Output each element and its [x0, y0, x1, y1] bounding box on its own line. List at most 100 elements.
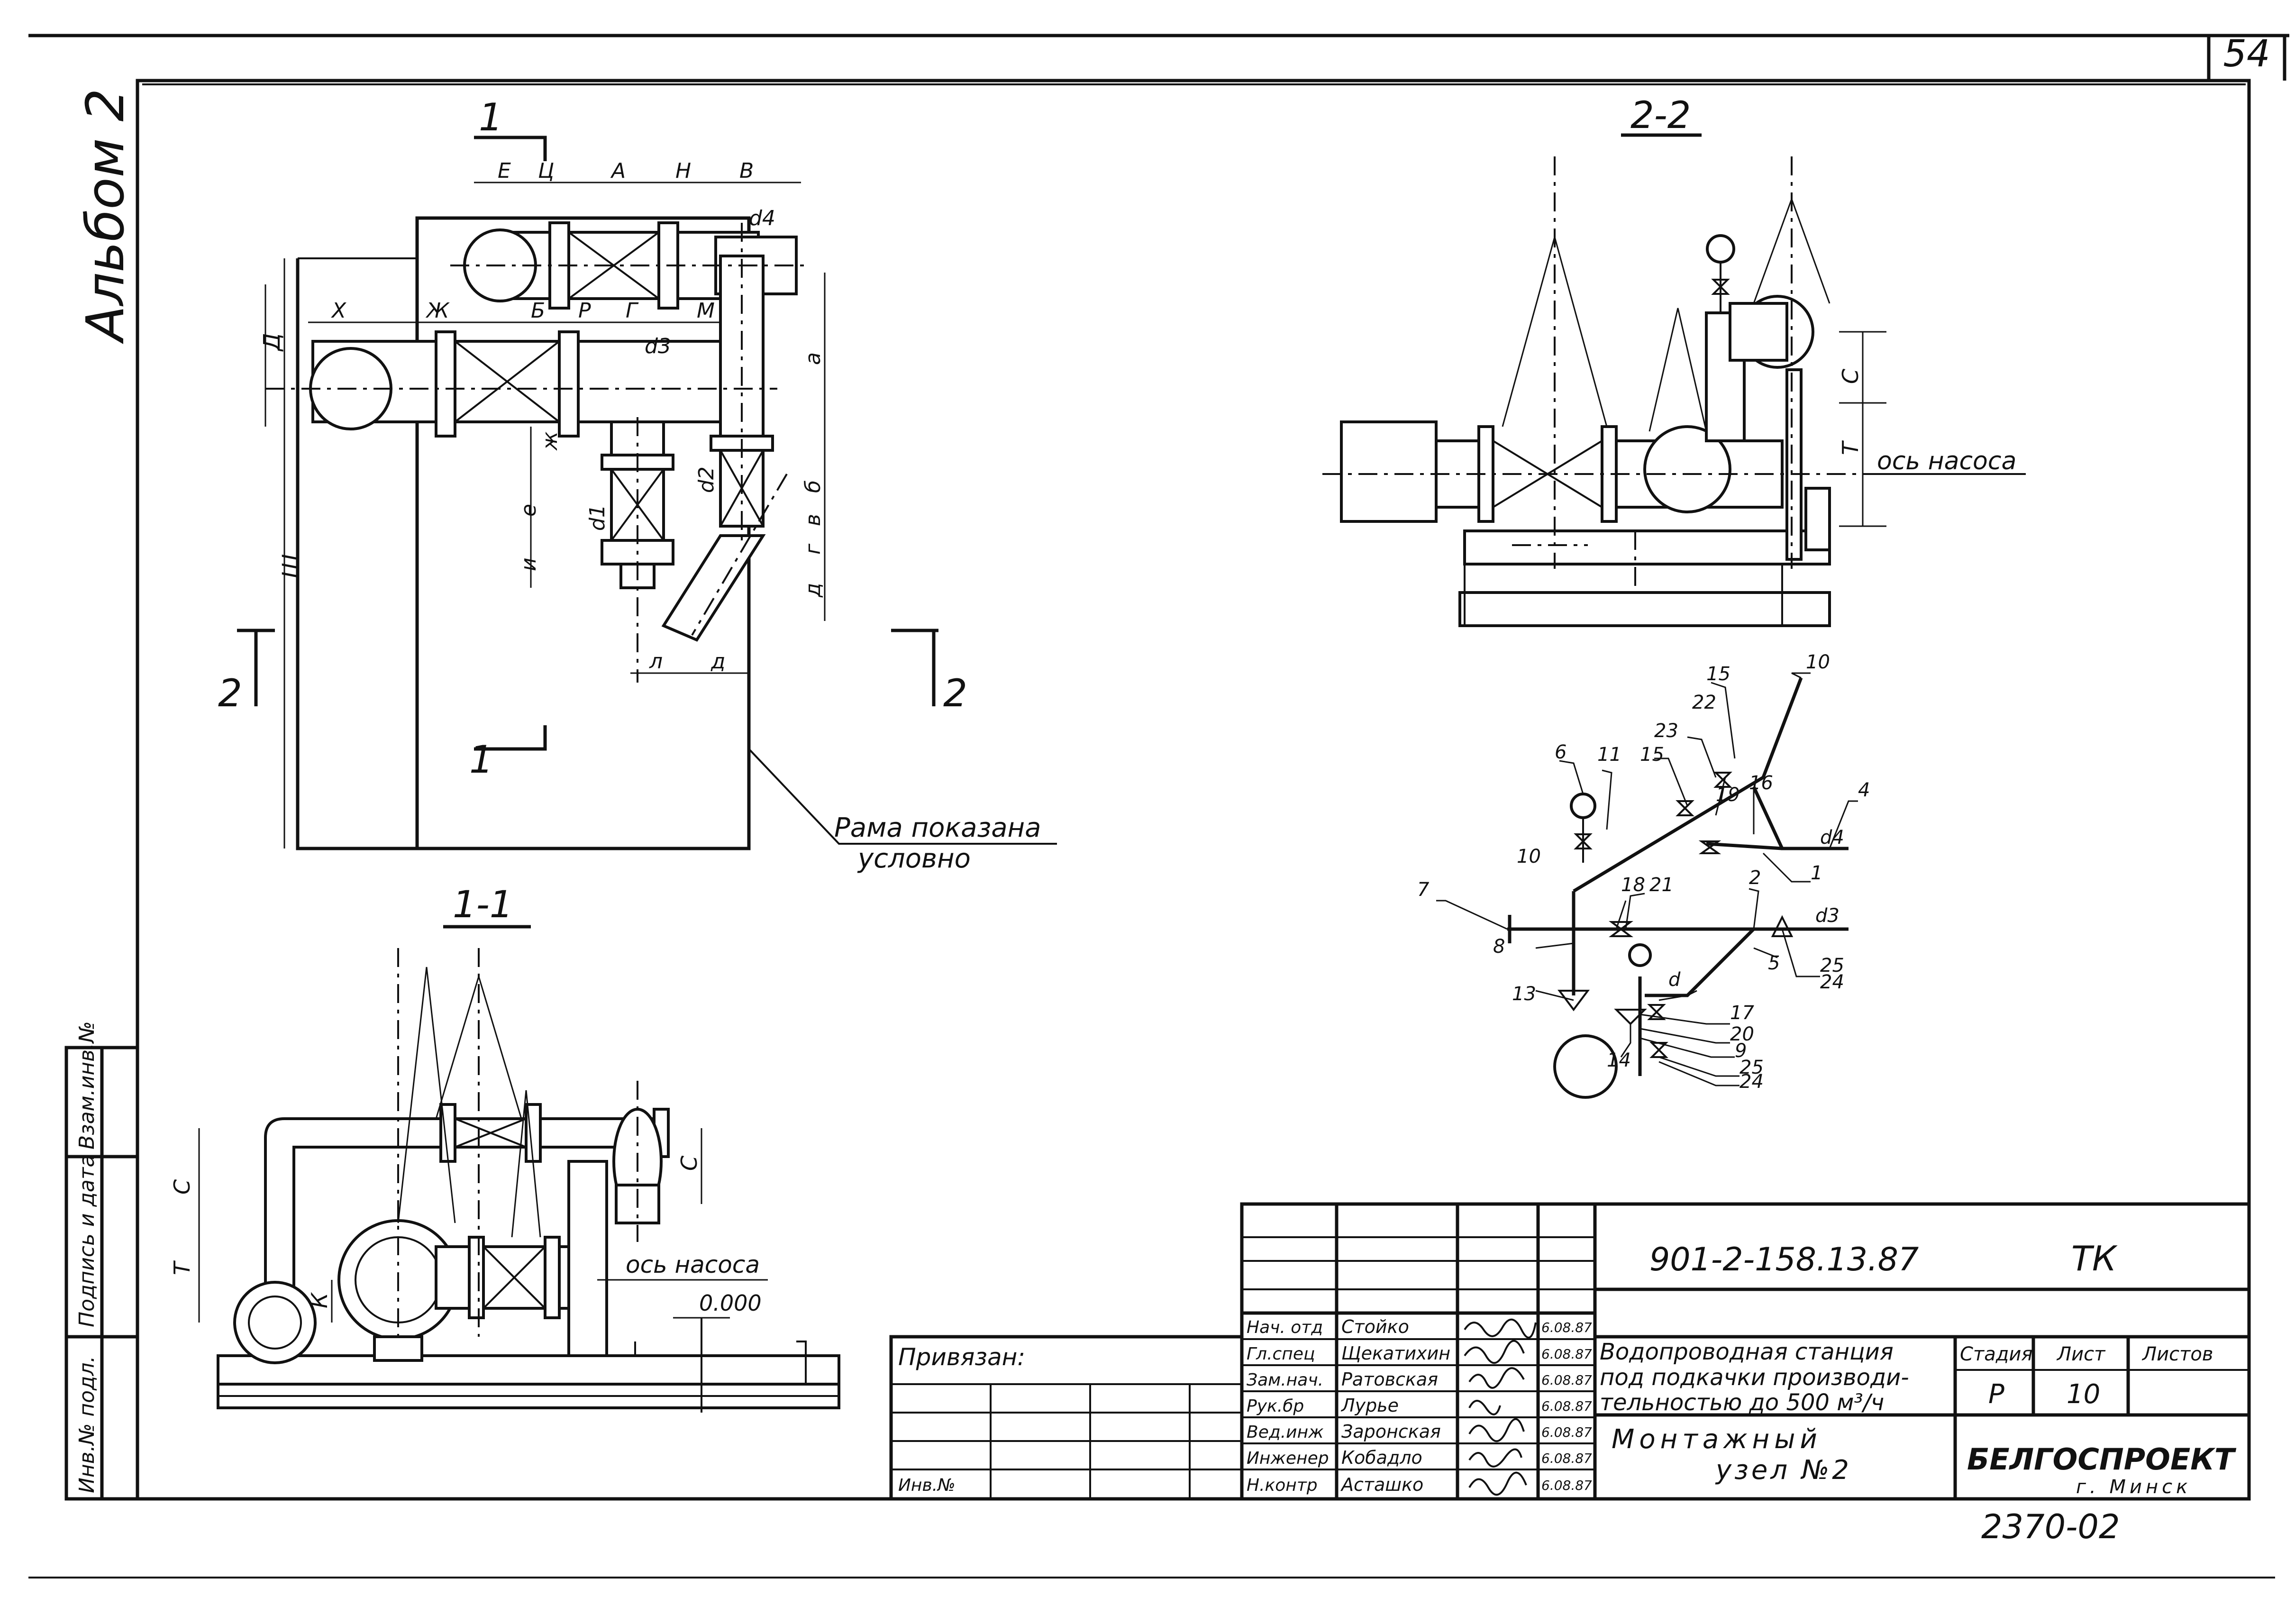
- name-3: Ратовская: [1341, 1369, 1438, 1390]
- dim-v-top: В: [739, 159, 754, 183]
- sheet-title-line1: Монтажный: [1612, 1424, 1822, 1455]
- frame-note-line1: Рама показана: [834, 812, 1041, 843]
- dim-e-local: е: [517, 504, 541, 517]
- scheme-callout-1: 1: [1811, 862, 1822, 884]
- scheme-callout-10-low: 10: [1517, 846, 1541, 867]
- drawing-code: 901-2-158.13.87: [1649, 1241, 1919, 1278]
- name-4: Лурье: [1340, 1395, 1399, 1416]
- date-4: 6.08.87: [1541, 1398, 1592, 1414]
- scheme-callout-6: 6: [1555, 741, 1566, 763]
- sec22-dim-c: С: [1838, 369, 1863, 384]
- plan-section-2-right: 2: [943, 671, 967, 715]
- plan-section-2-left: 2: [218, 671, 242, 715]
- section-mark: ТК: [2071, 1239, 2118, 1278]
- date-2: 6.08.87: [1541, 1346, 1592, 1362]
- date-3: 6.08.87: [1541, 1372, 1592, 1388]
- album-label: Альбом 2: [75, 89, 136, 344]
- scheme-callout-d: d: [1668, 969, 1681, 991]
- pipe-d2: d2: [694, 466, 719, 493]
- scheme-callout-d3: d3: [1815, 905, 1840, 927]
- dim-d-right: д: [801, 583, 825, 598]
- dim-d-local: д: [710, 649, 725, 674]
- sheet-value: 10: [2067, 1379, 2100, 1410]
- sec11-dim-t-left: Т: [169, 1260, 195, 1275]
- name-5: Заронская: [1341, 1421, 1441, 1442]
- pipe-d3: d3: [645, 334, 671, 358]
- sheet-title-line2: узел №2: [1715, 1455, 1852, 1486]
- archive-number: 2370-02: [1981, 1507, 2120, 1546]
- side-stamp-inv: Инв.№ подл.: [75, 1356, 99, 1493]
- attached-label: Привязан:: [898, 1343, 1025, 1371]
- dim-a-top: А: [610, 159, 626, 183]
- dim-sh-left: Ш: [278, 554, 304, 578]
- sheet-frame: [28, 34, 2289, 1578]
- scheme-callout-7: 7: [1417, 879, 1430, 901]
- scheme-callout-11: 11: [1597, 744, 1621, 766]
- sec11-dim-k: К: [307, 1292, 332, 1308]
- name-1: Стойко: [1341, 1316, 1409, 1337]
- dim-b-right: б: [801, 480, 825, 493]
- sec11-dim-c-right: С: [676, 1156, 702, 1171]
- date-1: 6.08.87: [1541, 1320, 1592, 1335]
- sec22-dim-t: Т: [1838, 440, 1863, 455]
- dim-kh: Х: [331, 299, 346, 323]
- stage-value: Р: [1988, 1379, 2004, 1410]
- plan-section-1-top: 1: [479, 95, 503, 139]
- role-3: Зам.нач.: [1247, 1370, 1323, 1390]
- name-2: Щекатихин: [1341, 1343, 1450, 1364]
- scheme-callout-25-bottom: 25: [1739, 1057, 1764, 1078]
- role-4: Рук.бр: [1247, 1396, 1304, 1416]
- dim-ts-top: Ц: [538, 159, 554, 183]
- dim-zh-local: ж: [538, 431, 562, 451]
- dim-r: Р: [578, 299, 591, 323]
- scheme-callout-22: 22: [1692, 692, 1716, 713]
- scheme-callout-13: 13: [1512, 983, 1536, 1005]
- scheme-callout-10-top: 10: [1806, 651, 1830, 673]
- scheme-callout-4: 4: [1858, 779, 1870, 801]
- signatures: [1464, 1318, 1537, 1496]
- dim-zh: Ж: [425, 299, 450, 323]
- role-6: Инженер: [1247, 1449, 1329, 1468]
- sec11-pump-axis: ось насоса: [626, 1251, 760, 1278]
- dim-a-right: а: [801, 352, 825, 365]
- dim-n-top: Н: [675, 159, 691, 183]
- dim-e-top: Е: [498, 159, 511, 183]
- dim-l-local: л: [649, 649, 663, 674]
- date-6: 6.08.87: [1541, 1451, 1592, 1466]
- dim-v-right: в: [801, 514, 825, 526]
- pipe-d1: d1: [585, 504, 610, 531]
- piping-scheme: [1436, 672, 1858, 1099]
- role-7: Н.контр: [1247, 1476, 1318, 1495]
- sec11-dim-c-left: С: [169, 1179, 195, 1195]
- scheme-callout-15-mid: 15: [1640, 744, 1664, 766]
- scheme-callout-25-right: 25: [1820, 955, 1844, 976]
- date-5: 6.08.87: [1541, 1424, 1592, 1440]
- plan-section-1-bottom: 1: [469, 738, 493, 782]
- title-block: [889, 1202, 2251, 1501]
- side-stamp-sign: Подпись и дата: [75, 1155, 99, 1327]
- project-title-line2: под подкачки производи-: [1600, 1364, 1909, 1391]
- scheme-callout-14: 14: [1607, 1049, 1631, 1071]
- scheme-callout-24-right: 24: [1820, 971, 1844, 993]
- scheme-callout-20: 20: [1730, 1023, 1754, 1045]
- scheme-callout-15-top: 15: [1706, 663, 1730, 685]
- scheme-callout-24-bottom: 24: [1739, 1071, 1764, 1093]
- dim-g-right: г: [801, 543, 825, 555]
- scheme-callout-21: 21: [1649, 874, 1674, 896]
- section-2-2-view: [1322, 133, 2029, 627]
- dim-d-left: Д: [259, 333, 285, 352]
- sheet-header: Лист: [2056, 1343, 2106, 1365]
- scheme-callout-17: 17: [1730, 1002, 1754, 1024]
- scheme-callout-23: 23: [1654, 720, 1678, 742]
- organization: БЕЛГОСПРОЕКТ: [1967, 1442, 2237, 1477]
- city: г. Минск: [2076, 1476, 2191, 1498]
- section-2-2-title: 2-2: [1630, 94, 1691, 137]
- plan-view: [237, 136, 1057, 850]
- role-2: Гл.спец: [1247, 1344, 1315, 1364]
- section-1-1-view: [198, 925, 840, 1413]
- project-title-line1: Водопроводная станция: [1600, 1339, 1894, 1365]
- scheme-callout-16: 16: [1749, 772, 1773, 794]
- frame-note-line2: условно: [857, 843, 971, 874]
- stage-header: Стадия: [1960, 1343, 2032, 1365]
